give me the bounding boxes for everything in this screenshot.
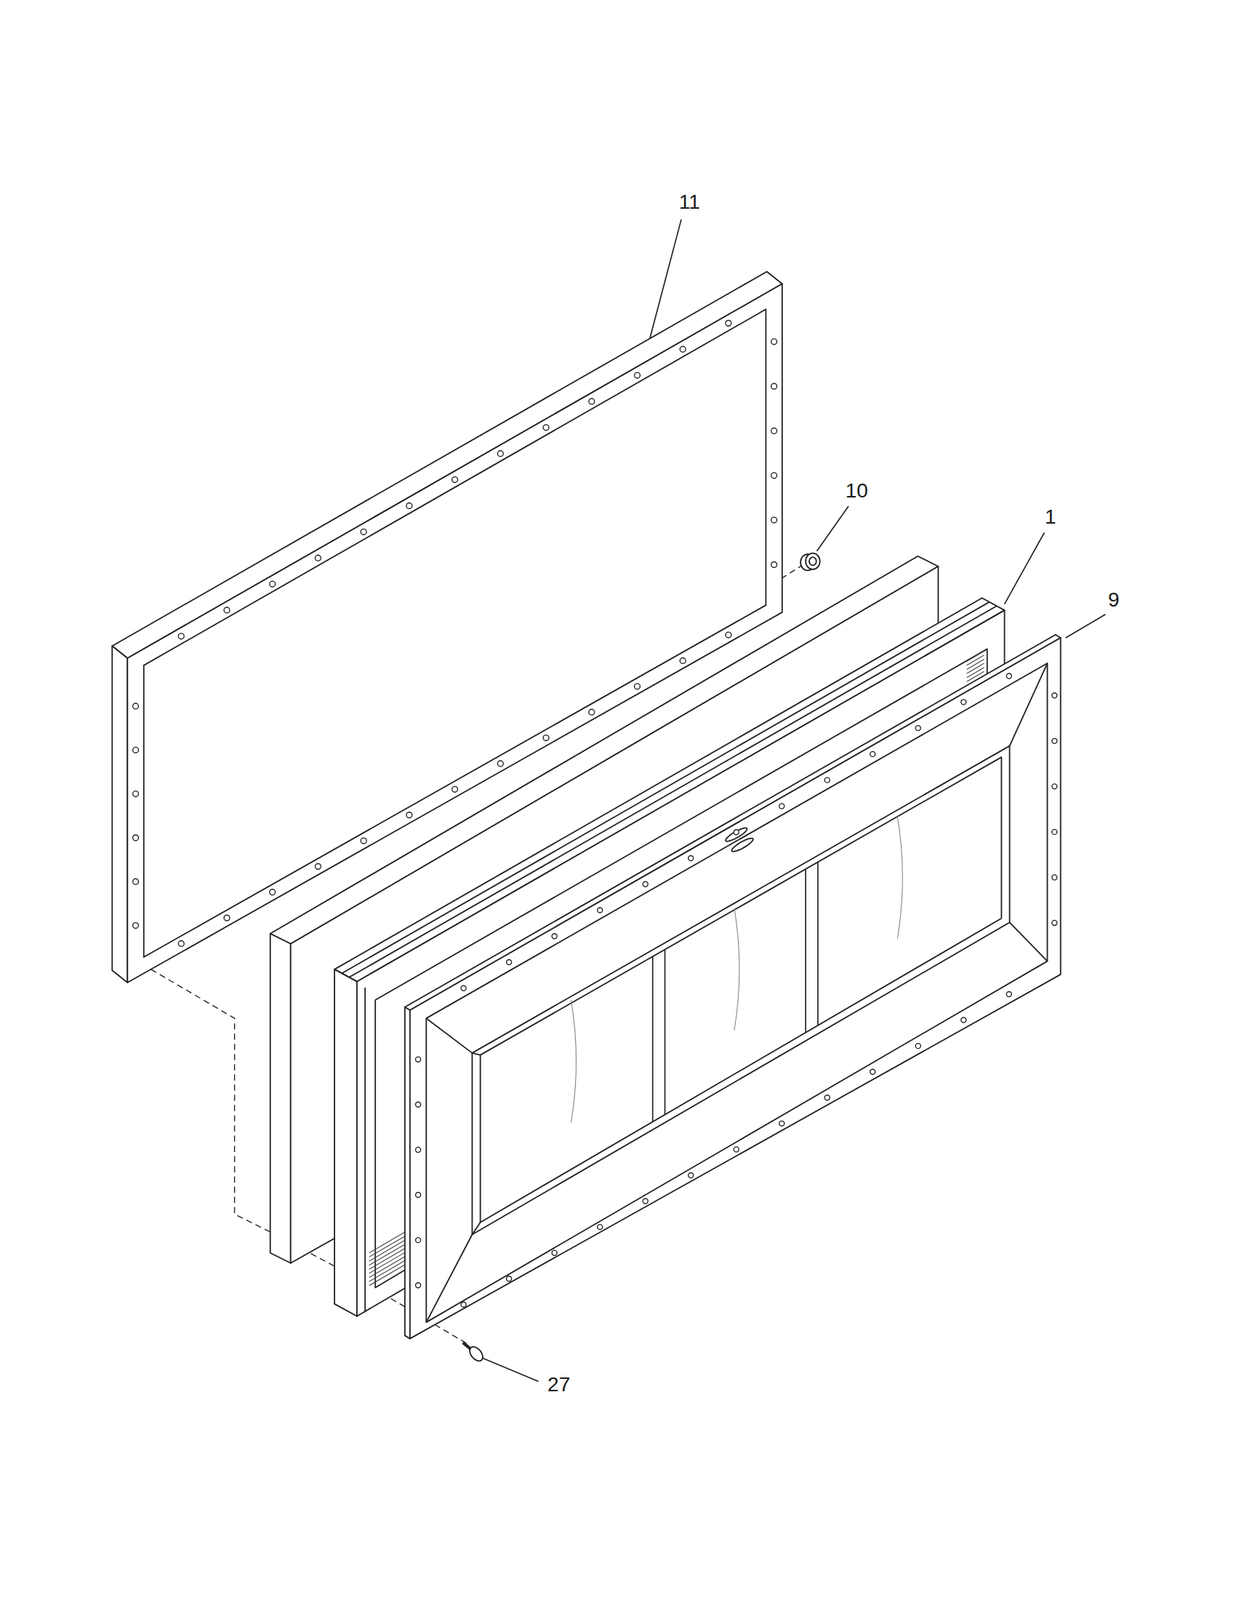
mounting-hole — [1052, 828, 1058, 834]
mounting-hole — [497, 450, 504, 457]
mounting-hole — [588, 398, 595, 405]
mounting-hole — [588, 708, 595, 715]
mounting-hole — [452, 476, 459, 483]
mounting-hole — [460, 1301, 467, 1307]
window-mullion — [570, 815, 903, 1122]
mounting-hole — [771, 383, 778, 389]
mounting-hole — [725, 319, 732, 326]
mounting-hole — [497, 760, 504, 767]
mounting-hole — [634, 683, 641, 690]
mounting-hole — [178, 940, 184, 947]
mounting-hole — [779, 803, 785, 809]
mounting-hole — [1006, 990, 1012, 997]
mounting-hole — [269, 580, 276, 587]
mounting-hole — [771, 338, 778, 345]
mounting-hole — [360, 837, 367, 844]
mounting-hole — [415, 1192, 421, 1198]
mounting-hole — [1052, 737, 1058, 744]
mounting-hole — [870, 1068, 876, 1074]
mounting-hole — [269, 889, 276, 896]
mounting-hole — [133, 922, 139, 929]
mounting-hole — [1006, 673, 1012, 679]
mounting-hole — [688, 855, 694, 861]
mounting-hole — [551, 1249, 557, 1255]
callout-number: 1 — [1044, 506, 1057, 528]
mounting-hole — [779, 1120, 785, 1126]
mounting-hole — [452, 785, 459, 792]
mounting-hole — [679, 657, 686, 664]
mounting-hole — [314, 863, 321, 869]
mounting-hole — [688, 1172, 694, 1178]
mounting-hole — [1052, 692, 1058, 698]
mounting-hole — [597, 907, 603, 913]
mounting-hole — [543, 424, 549, 431]
mounting-hole — [824, 777, 830, 783]
mounting-hole — [415, 1146, 421, 1152]
mounting-hole — [406, 503, 413, 509]
mounting-hole — [415, 1101, 421, 1107]
callout-number: 27 — [547, 1374, 571, 1395]
mounting-hole — [506, 959, 512, 965]
mounting-hole — [961, 699, 967, 705]
mounting-hole — [771, 561, 778, 568]
mounting-hole — [178, 633, 184, 640]
mounting-hole — [133, 746, 139, 753]
mounting-hole — [223, 914, 230, 921]
mounting-hole — [133, 834, 139, 841]
mounting-hole — [1052, 919, 1058, 925]
mounting-hole — [406, 812, 413, 818]
mounting-hole — [634, 372, 641, 379]
hole-row — [415, 673, 1058, 1307]
mounting-hole — [1052, 783, 1058, 789]
window-frame — [404, 634, 1061, 1339]
mounting-hole — [824, 1094, 830, 1101]
mounting-hole — [223, 607, 230, 613]
knob-part — [800, 553, 821, 571]
mounting-hole — [133, 791, 139, 797]
screw-part — [463, 1342, 486, 1364]
mounting-hole — [915, 1043, 921, 1049]
mounting-hole — [314, 554, 321, 561]
mounting-hole — [551, 933, 557, 939]
mounting-hole — [1052, 874, 1058, 880]
mounting-hole — [543, 735, 549, 741]
mounting-hole — [725, 631, 732, 638]
mounting-hole — [460, 985, 467, 991]
mounting-hole — [870, 751, 876, 757]
mounting-hole — [133, 878, 139, 885]
mounting-hole — [597, 1224, 603, 1230]
callout-number: 9 — [1108, 589, 1120, 611]
mounting-hole — [642, 1198, 648, 1204]
mounting-hole — [771, 428, 778, 435]
mounting-hole — [771, 472, 778, 479]
mounting-hole — [415, 1056, 421, 1062]
mounting-hole — [360, 528, 367, 535]
callout-number: 11 — [679, 191, 701, 213]
mounting-hole — [642, 881, 648, 887]
mounting-hole — [961, 1017, 967, 1023]
mounting-hole — [915, 725, 921, 731]
mounting-hole — [415, 1282, 421, 1288]
mounting-hole — [733, 829, 739, 835]
mounting-hole — [506, 1275, 512, 1282]
mounting-hole — [415, 1237, 421, 1243]
mounting-hole — [133, 703, 139, 709]
mounting-hole — [679, 346, 686, 352]
mounting-hole — [771, 516, 778, 523]
mounting-hole — [733, 1146, 739, 1152]
callout-number: 10 — [845, 480, 869, 501]
